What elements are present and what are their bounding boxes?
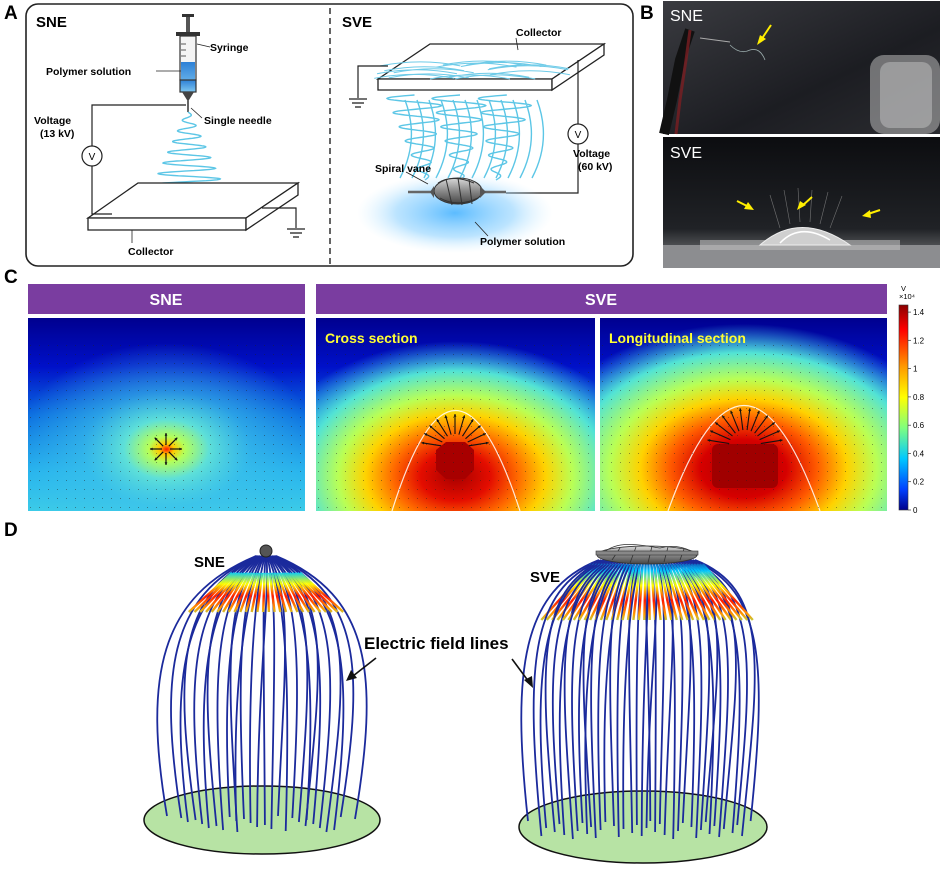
- arrow-icon: [757, 24, 772, 45]
- sne-ground-wire: [262, 207, 297, 228]
- collector-right-label: Collector: [516, 27, 562, 39]
- sne-collector-disk: [143, 785, 381, 855]
- sne-title: SNE: [36, 14, 67, 31]
- sne-header: [28, 284, 305, 314]
- voltage-left-line1: Voltage: [34, 115, 71, 127]
- sne-header-text: SNE: [150, 292, 183, 309]
- panel-letter-c: C: [4, 267, 18, 288]
- sne-collector: [85, 181, 301, 232]
- cross-section-map: [316, 318, 595, 511]
- colorbar-exponent: ×10⁴: [899, 292, 915, 301]
- arrow-icon: [736, 200, 754, 210]
- panel-c: SNE SVE Cross section L: [28, 284, 925, 515]
- colorbar-tick: 1: [913, 365, 918, 374]
- ground-icon: [349, 98, 367, 108]
- photo-sne-label: SNE: [670, 8, 703, 25]
- sve-ground-wire: [357, 65, 388, 98]
- arrow-icon: [511, 658, 533, 688]
- sve-voltmeter-symbol: V: [575, 130, 582, 141]
- arrow-icon: [797, 196, 813, 210]
- sve-field-lines: [520, 559, 760, 840]
- sve-header-text: SVE: [585, 292, 617, 309]
- sve-title: SVE: [342, 14, 372, 31]
- sne-voltmeter-symbol: V: [89, 152, 96, 163]
- single-needle-label: Single needle: [204, 115, 272, 127]
- spiral-vane-label: Spiral vane: [375, 163, 431, 175]
- voltage-left-line2: (13 kV): [40, 128, 74, 140]
- cross-section-label: Cross section: [325, 330, 418, 346]
- panel-letter-d: D: [4, 520, 18, 541]
- sve-jet-helices: [385, 94, 545, 181]
- panel-letter-b: B: [640, 3, 654, 24]
- colorbar-tick: 0.4: [913, 449, 925, 458]
- arrow-icon: [862, 209, 881, 218]
- spiral-vane-icon: [430, 177, 486, 206]
- panel-letter-a: A: [4, 3, 18, 24]
- colorbar-tick: 1.2: [913, 336, 925, 345]
- sne-wire-top: [91, 104, 186, 146]
- colorbar-tick: 0.6: [913, 421, 925, 430]
- sve-fiber-mat: [374, 60, 571, 80]
- syringe-label: Syringe: [210, 42, 249, 54]
- colorbar-unit: V: [901, 284, 906, 293]
- colorbar-tick: 0.8: [913, 393, 925, 402]
- voltage-right-line1: Voltage: [573, 148, 610, 160]
- collector-left-label: Collector: [128, 246, 174, 258]
- ground-icon: [287, 228, 305, 238]
- photo-sve-label: SVE: [670, 145, 702, 162]
- longitudinal-section-map: [600, 318, 887, 511]
- sve-label-d: SVE: [530, 569, 560, 586]
- panel-d: SNE SVE Electric field lines: [143, 543, 768, 864]
- sne-label-d: SNE: [194, 554, 225, 571]
- sne-wire-bottom: [91, 166, 112, 215]
- syringe-icon: [176, 14, 200, 112]
- arrow-icon: [346, 657, 377, 681]
- panel-b: SNE SVE: [659, 1, 940, 268]
- sve-vane-icon: [595, 543, 699, 565]
- sne-field-map: [28, 318, 305, 511]
- colorbar-tick: 0.2: [913, 478, 925, 487]
- sne-jet-helix: [151, 111, 222, 188]
- voltage-right-line2: (60 kV): [578, 161, 612, 173]
- sve-collector-disk: [518, 790, 768, 864]
- colorbar-tick: 0: [913, 506, 918, 515]
- field-lines-label: Electric field lines: [364, 634, 509, 653]
- colorbar: [898, 304, 909, 511]
- sve-header: [316, 284, 887, 314]
- polymer-solution-label: Polymer solution: [46, 66, 131, 78]
- sne-field-lines: [156, 555, 368, 833]
- colorbar-tick: 1.4: [913, 308, 925, 317]
- sne-needle-tip-icon: [259, 544, 273, 558]
- panel-a: SNE SVE Syringe Polymer solution Single …: [25, 3, 634, 267]
- polymer-solution-right-label: Polymer solution: [480, 236, 565, 248]
- longitudinal-section-label: Longitudinal section: [609, 330, 746, 346]
